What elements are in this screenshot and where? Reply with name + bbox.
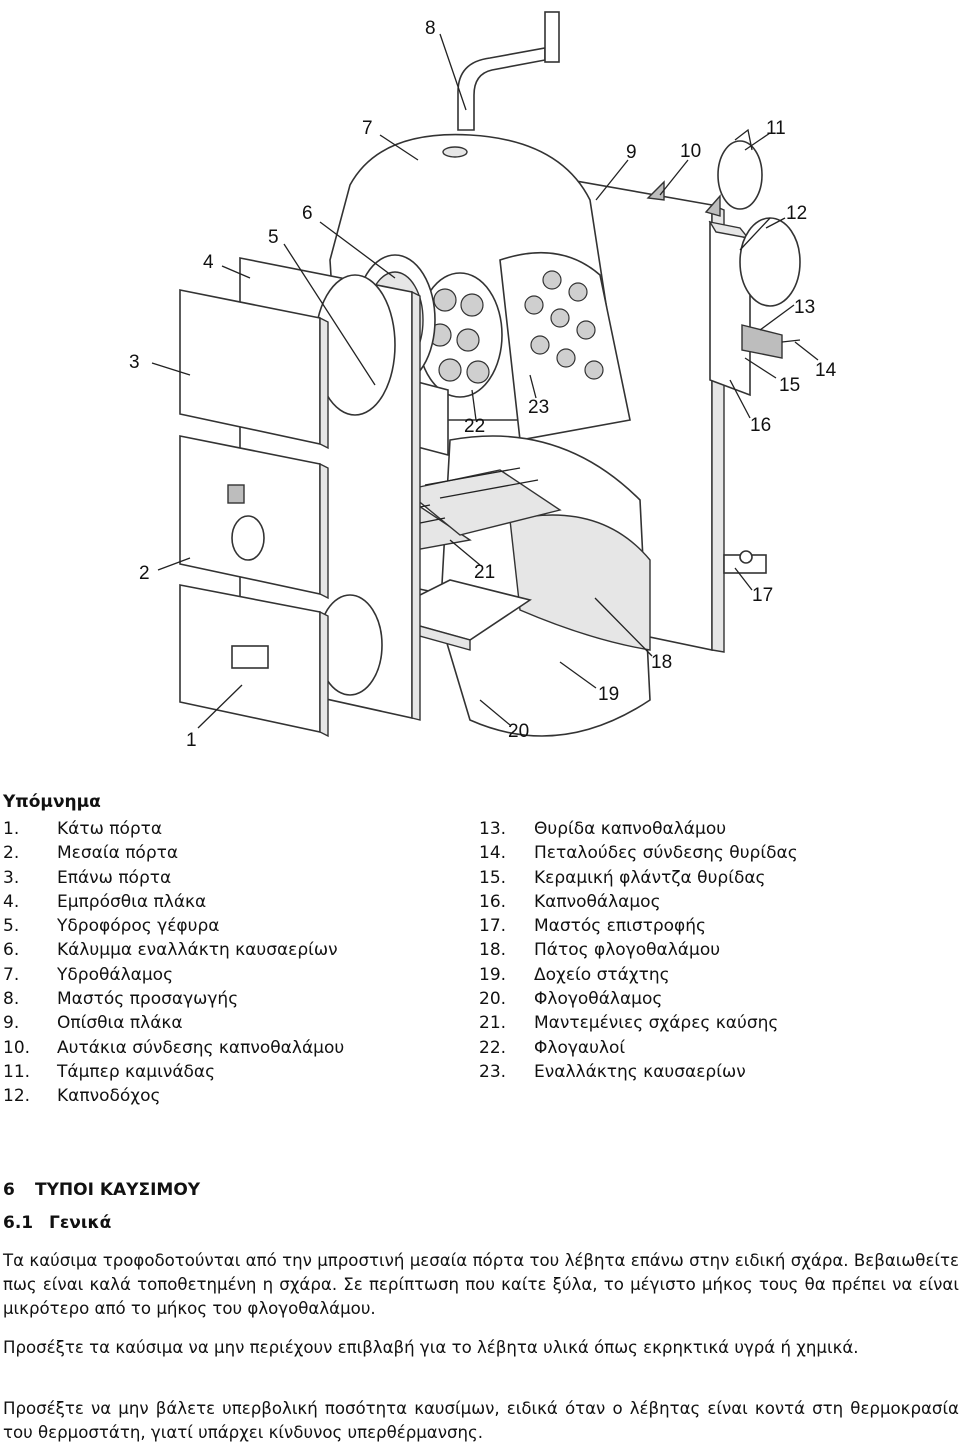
legend-item: 1.Κάτω πόρτα — [3, 819, 163, 839]
legend-item: 22.Φλογαυλοί — [479, 1037, 626, 1058]
callout-22: 22 — [464, 416, 485, 437]
callout-10: 10 — [680, 141, 701, 162]
chimney-pipe — [739, 217, 801, 307]
callout-20: 20 — [508, 721, 529, 742]
legend-item: 19.Δοχείο στάχτης — [479, 964, 670, 985]
callout-4: 4 — [203, 252, 214, 273]
legend-right-column: 13.Θυρίδα καπνοθαλάμου 14.Πεταλούδες σύν… — [479, 817, 798, 1084]
callout-18: 18 — [651, 652, 672, 673]
paragraph-fuel-loading: Τα καύσιμα τροφοδοτούνται από την μπροστ… — [3, 1251, 959, 1318]
heat-exchanger — [499, 251, 631, 441]
legend-item: 4.Εμπρόσθια πλάκα — [3, 891, 207, 912]
section-6-1-heading: 6.1 Γενικά — [3, 1213, 111, 1233]
leader-lines — [151, 33, 819, 729]
legend-item: 16.Καπνοθάλαμος — [479, 891, 661, 912]
callout-15: 15 — [779, 375, 800, 396]
section-6-heading: 6 ΤΥΠΟΙ ΚΑΥΣΙΜΟΥ — [3, 1180, 200, 1200]
callout-17: 17 — [752, 585, 773, 606]
legend-item: 10.Αυτάκια σύνδεσης καπνοθαλάμου — [3, 1037, 345, 1058]
lower-door — [179, 584, 329, 738]
callout-8: 8 — [425, 18, 436, 39]
callout-13: 13 — [794, 297, 815, 318]
connection-ears — [646, 180, 721, 217]
callout-12: 12 — [786, 203, 807, 224]
legend-item: 14.Πεταλούδες σύνδεσης θυρίδας — [479, 843, 798, 864]
callout-7: 7 — [362, 118, 373, 139]
callout-9: 9 — [626, 142, 637, 163]
callout-23: 23 — [528, 397, 549, 418]
legend-item: 15.Κεραμική φλάντζα θυρίδας — [479, 867, 766, 888]
legend-left-column: 1.Κάτω πόρτα 2.Μεσαία πόρτα 3.Επάνω πόρτ… — [3, 817, 344, 1109]
subsection-title: Γενικά — [49, 1213, 112, 1233]
callout-5: 5 — [268, 227, 279, 248]
legend-item: 8.Μαστός προσαγωγής — [3, 989, 239, 1010]
supply-pipe — [457, 11, 560, 131]
combustion-floor — [509, 514, 651, 651]
boiler-exploded-diagram: 1 2 3 4 5 6 7 8 9 10 11 12 13 14 15 16 1… — [129, 11, 837, 751]
callout-numbers: 1 2 3 4 5 6 7 8 9 10 11 12 13 14 15 16 1… — [129, 18, 837, 751]
paragraph-harmful-materials: Προσέξτε τα καύσιμα να μην περιέχουν επι… — [3, 1338, 859, 1357]
legend-item: 20.Φλογοθάλαμος — [479, 989, 663, 1010]
legend-item: 12.Καπνοδόχος — [3, 1086, 161, 1107]
callout-19: 19 — [598, 684, 619, 705]
upper-door — [179, 289, 329, 450]
callout-3: 3 — [129, 352, 140, 373]
callout-11: 11 — [766, 118, 786, 139]
legend-item: 18.Πάτος φλογοθαλάμου — [479, 940, 721, 961]
legend-item: 11.Τάμπερ καμινάδας — [3, 1061, 216, 1082]
legend-item: 3.Επάνω πόρτα — [3, 867, 172, 888]
legend-item: 13.Θυρίδα καπνοθαλάμου — [479, 819, 727, 839]
legend-item: 23.Εναλλάκτης καυσαερίων — [479, 1061, 746, 1082]
legend-item: 17.Μαστός επιστροφής — [479, 916, 707, 937]
legend-item: 6.Κάλυμμα εναλλάκτη καυσαερίων — [3, 940, 338, 961]
legend-title: Υπόμνημα — [3, 792, 101, 812]
legend-item: 2.Μεσαία πόρτα — [3, 843, 179, 864]
callout-1: 1 — [186, 730, 197, 751]
callout-21: 21 — [474, 562, 495, 583]
middle-door — [179, 435, 329, 600]
callout-6: 6 — [302, 203, 313, 224]
legend-item: 7.Υδροθάλαμος — [3, 964, 174, 985]
section-number: 6 — [3, 1180, 15, 1200]
legend-item: 21.Μαντεμένιες σχάρες καύσης — [479, 1013, 779, 1034]
callout-14: 14 — [815, 360, 837, 381]
return-pipe — [723, 550, 767, 574]
subsection-number: 6.1 — [3, 1213, 34, 1233]
callout-16: 16 — [750, 415, 771, 436]
legend-item: 9.Οπίσθια πλάκα — [3, 1013, 183, 1034]
paragraph-overheating: Προσέξτε να μην βάλετε υπερβολική ποσότη… — [3, 1399, 959, 1442]
legend-item: 5.Υδροφόρος γέφυρα — [3, 916, 220, 937]
section-title: ΤΥΠΟΙ ΚΑΥΣΙΜΟΥ — [35, 1180, 201, 1200]
chimney-damper — [717, 128, 763, 210]
callout-2: 2 — [139, 563, 150, 584]
